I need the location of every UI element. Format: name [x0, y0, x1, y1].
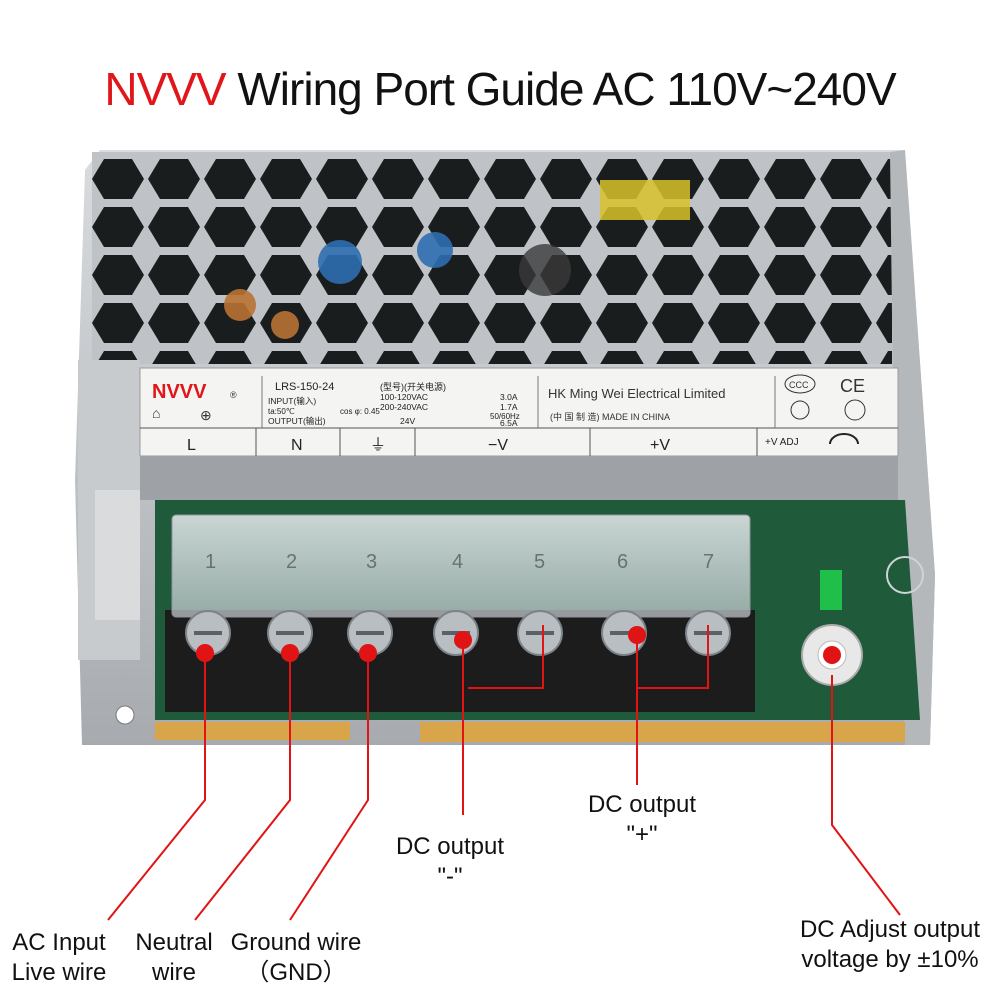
cos-phi: cos φ: 0.45	[340, 407, 380, 416]
callout-dc-minus-line2: "-"	[437, 863, 463, 890]
model-number: LRS-150-24	[275, 381, 334, 393]
dot-neutral	[281, 644, 299, 662]
terminal-number: 7	[703, 551, 714, 573]
terminal-number: 3	[366, 551, 377, 573]
terminal-label-minus-v: −V	[488, 437, 508, 454]
callout-dots	[196, 626, 841, 664]
dot-dc-plus	[628, 626, 646, 644]
screw-slot	[610, 631, 638, 635]
screw-slot	[442, 631, 470, 635]
callout-ground-line2: （GND）	[245, 959, 347, 986]
title-text: Wiring Port Guide AC 110V~240V	[237, 63, 896, 115]
callout-neutral-line1: Neutral	[135, 929, 213, 956]
plate-registered: ®	[230, 390, 237, 400]
plate-brand: NVVV	[152, 381, 207, 403]
input-low-current: 3.0A	[500, 392, 518, 402]
screw-slot	[194, 631, 222, 635]
origin: (中 国 制 造) MADE IN CHINA	[550, 411, 670, 422]
callout-ground-line1: Ground wire	[230, 929, 362, 956]
callout-adjust: DC Adjust output voltage by ±10%	[785, 915, 995, 975]
callout-line-neutral	[194, 653, 291, 921]
input-label: INPUT(输入)	[268, 396, 316, 406]
terminal-number: 5	[534, 551, 545, 573]
terminal-block: 1 2 3 4 5 6 7	[165, 514, 755, 712]
terminal-label-n: N	[291, 437, 303, 454]
label-plate: NVVV ® ⌂ ⊕ LRS-150-24 (型号)(开关电源) INPUT(输…	[139, 367, 899, 500]
callout-line-live	[107, 653, 206, 921]
terminal-label-ground: ⏚	[370, 436, 386, 454]
class-ii-icon: ⊕	[200, 407, 212, 423]
terminal-number: 2	[286, 551, 297, 573]
terminal-label-l: L	[187, 437, 196, 454]
adj-label: +V ADJ	[765, 437, 799, 448]
screw-slot	[276, 631, 304, 635]
callout-dc-minus: DC output "-"	[385, 832, 515, 892]
callout-bridge-plus	[637, 625, 709, 689]
terminal-number: 4	[452, 551, 463, 573]
callout-live-line1: AC Input	[12, 929, 106, 956]
cert-seal-icon	[790, 400, 810, 420]
callout-lines	[107, 625, 901, 921]
power-led	[820, 570, 842, 610]
callout-dc-plus-line1: DC output	[587, 791, 697, 818]
ce-mark: CE	[840, 376, 865, 396]
callout-dc-minus-line1: DC output	[395, 833, 505, 860]
terminal-number: 1	[205, 551, 216, 573]
dot-live	[196, 644, 214, 662]
output-label: OUTPUT(输出)	[268, 416, 326, 426]
title-brand: NVVV	[104, 63, 226, 115]
screw-slot	[526, 631, 554, 635]
input-high: 200-240VAC	[380, 402, 428, 412]
callout-line-adjust	[831, 675, 901, 916]
terminal-label-plus-v: +V	[650, 437, 670, 454]
adjust-arrow-icon	[829, 433, 859, 445]
terminal-number: 6	[617, 551, 628, 573]
callout-live-line2: Live wire	[11, 959, 107, 986]
callout-neutral: Neutral wire	[126, 928, 222, 988]
callout-dc-plus: DC output "+"	[577, 790, 707, 850]
output-current: 6.5A	[500, 418, 518, 428]
page-title: NVVV Wiring Port Guide AC 110V~240V	[0, 62, 1000, 116]
output-voltage: 24V	[400, 416, 415, 426]
callout-dc-plus-line2: "+"	[626, 821, 658, 848]
input-low: 100-120VAC	[380, 392, 428, 402]
cert-badge-icon	[844, 399, 866, 421]
frequency: 50/60Hz	[490, 412, 520, 421]
dot-ground	[359, 644, 377, 662]
ta-rating: ta:50℃	[268, 407, 295, 416]
input-high-current: 1.7A	[500, 402, 518, 412]
callout-line-ground	[289, 653, 369, 921]
model-cn: (型号)(开关电源)	[380, 381, 446, 392]
callout-live: AC Input Live wire	[5, 928, 113, 988]
manufacturer: HK Ming Wei Electrical Limited	[548, 386, 725, 401]
screw-slot	[356, 631, 384, 635]
callout-adjust-line1: DC Adjust output	[799, 916, 981, 943]
dot-dc-minus	[454, 631, 472, 649]
ccc-mark: CCC	[789, 380, 809, 390]
dot-adjust	[823, 646, 841, 664]
callout-adjust-line2: voltage by ±10%	[801, 946, 979, 973]
callout-ground: Ground wire （GND）	[222, 928, 370, 988]
callout-bridge-minus	[468, 625, 544, 689]
callout-neutral-line2: wire	[151, 959, 196, 986]
home-icon: ⌂	[152, 405, 160, 421]
